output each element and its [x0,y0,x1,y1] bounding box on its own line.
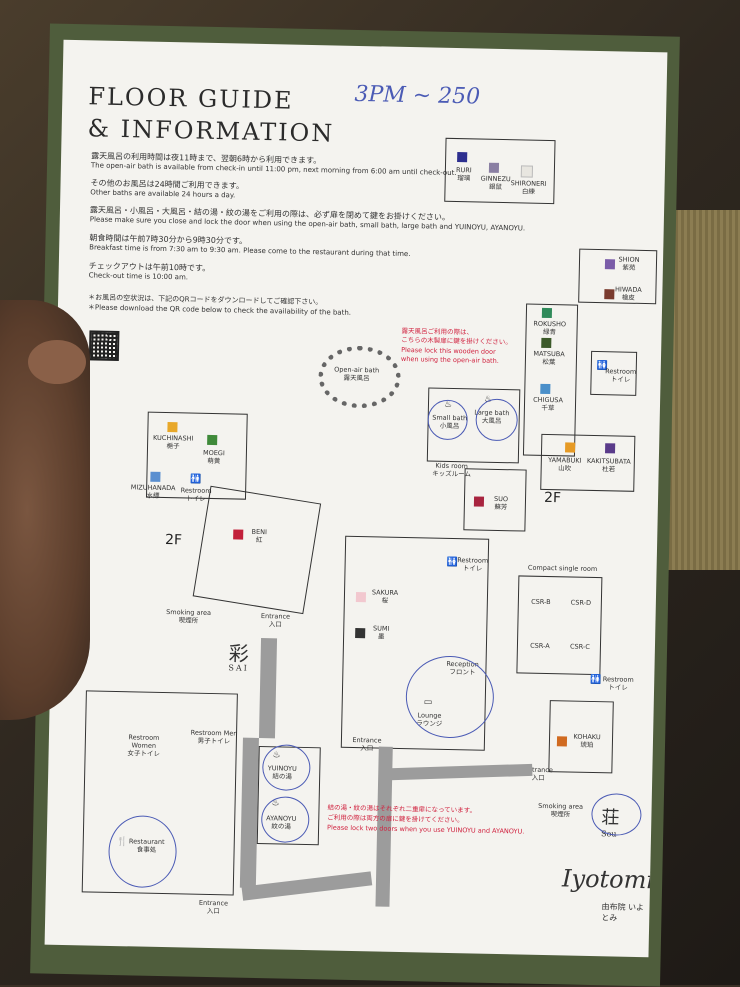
two-doors-note-en: Please lock two doors when you use YUINO… [327,823,525,836]
title-line-1: FLOOR GUIDE [88,82,294,115]
title-line-2: & INFORMATION [87,114,335,148]
floor-guide-sheet: FLOOR GUIDE & INFORMATION 3PM ~ 250 露天風呂… [44,39,668,958]
info-checkout-en: Check-out time is 10:00 am. [88,271,189,282]
compact-single-label: Compact single room [527,563,598,574]
path-sai-south [258,638,278,739]
floor-2f-west: 2F [164,532,183,549]
room-csr-a[interactable]: CSR-A [530,641,550,651]
room-ginnezu-swatch [488,162,500,173]
room-kohaku-swatch [556,736,568,747]
room-csr-b[interactable]: CSR-B [531,597,551,607]
restroom-icon: 🚻 [590,674,602,686]
path-west [239,737,259,888]
room-kakitsubata-swatch [605,443,616,454]
room-matsuba-swatch [541,337,552,349]
sai-kanji-logo: 彩 [228,641,249,666]
wood-door-note-jp-2: こちらの木製扉に鍵を掛けください。 [401,335,512,347]
sai-logo-text: SAI [228,663,249,673]
info-breakfast-en: Breakfast time is from 7:30 am to 9:30 a… [89,243,411,259]
room-shironeri-swatch [520,165,534,178]
pen-circle-sou [591,793,642,837]
compact-single-outline [516,575,603,676]
path-east [382,763,533,781]
room-kuchinashi-swatch [167,422,178,433]
room-rokusho-swatch [541,307,553,319]
floor-2f-east: 2F [543,489,562,507]
room-suo-swatch [473,496,485,507]
room-sakura-swatch [355,592,367,603]
room-csr-d[interactable]: CSR-D [570,598,592,607]
brand-logo: Iyotomi [561,864,655,895]
room-csr-c[interactable]: CSR-C [569,642,590,651]
room-beni-swatch [233,529,244,540]
room-mizuhanada-swatch [150,471,161,482]
room-chigusa-swatch [540,383,551,395]
path-south [241,871,373,901]
info-other-baths-en: Other baths are available 24 hours a day… [90,188,236,200]
wood-door-note-en-2: when using the open-air bath. [400,354,499,365]
room-ruri-swatch [457,152,468,163]
beni-building-outline [192,485,322,615]
qr-code-icon[interactable] [88,330,120,362]
restroom-icon: 🚻 [190,474,202,485]
brand-logo-jp: 由布院 いよとみ [601,902,644,923]
room-sumi-swatch [355,628,366,639]
room-yamabuki-swatch [565,442,576,453]
handwritten-note: 3PM ~ 250 [354,81,481,110]
thumb [28,340,86,384]
room-moegi-swatch [207,434,218,446]
